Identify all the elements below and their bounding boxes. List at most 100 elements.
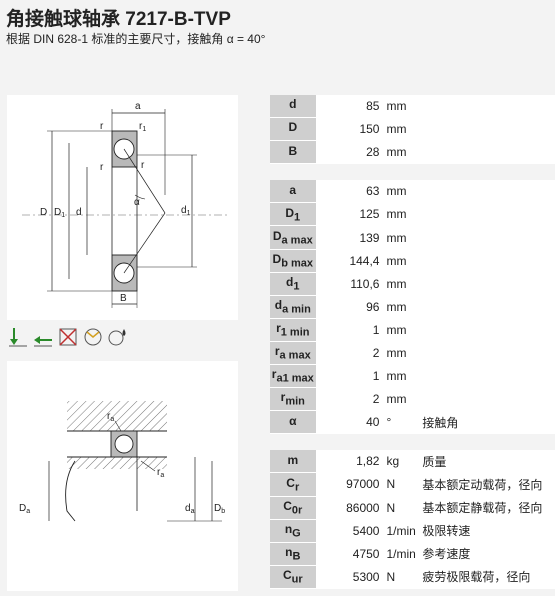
- param-description: 基本额定动载荷，径向: [418, 472, 555, 497]
- r-label-mid-right: r: [141, 160, 145, 171]
- param-value: 110,6: [315, 272, 384, 296]
- svg-text:Db: Db: [214, 503, 225, 515]
- param-value: 1: [315, 364, 384, 389]
- param-unit: N: [383, 496, 419, 520]
- param-unit: mm: [383, 202, 419, 227]
- param-symbol: ra1 max: [270, 364, 316, 389]
- param-symbol: α: [270, 410, 316, 435]
- r-label-top-left: r: [100, 121, 104, 132]
- group-separator: [270, 434, 555, 451]
- ra2-label: r: [157, 467, 161, 478]
- param-unit: mm: [383, 318, 419, 342]
- param-unit: mm: [383, 295, 419, 319]
- param-symbol-sub: a max: [279, 349, 311, 362]
- param-symbol-sub: 0r: [291, 504, 303, 517]
- param-unit: mm: [383, 387, 419, 412]
- param-description: 基本额定静载荷，径向: [418, 496, 555, 520]
- param-symbol: d: [270, 95, 316, 119]
- svg-text:D1: D1: [54, 207, 65, 219]
- param-value: 63: [315, 180, 384, 204]
- dim-d1-sub: 1: [187, 210, 191, 217]
- param-value: 5300: [315, 565, 384, 589]
- param-value: 96: [315, 295, 384, 319]
- dim-Da-label: D: [19, 503, 26, 514]
- param-description: 接触角: [418, 410, 555, 435]
- param-value: 139: [315, 225, 384, 250]
- dim-B-label: B: [120, 293, 127, 304]
- dim-da-sub: a: [191, 508, 195, 515]
- param-description: [418, 272, 555, 296]
- param-symbol: D1: [270, 202, 316, 227]
- r-label-mid-left: r: [100, 162, 104, 173]
- param-symbol-sub: min: [285, 395, 305, 408]
- param-value: 28: [315, 140, 384, 165]
- param-value: 85: [315, 95, 384, 119]
- alpha-label: α: [134, 197, 140, 208]
- r1-sub: 1: [142, 126, 146, 133]
- param-unit: mm: [383, 341, 419, 366]
- param-description: 参考速度: [418, 542, 555, 566]
- param-symbol: ra max: [270, 341, 316, 366]
- param-value: 40: [315, 410, 384, 435]
- param-unit: mm: [383, 95, 419, 119]
- svg-text:d1: d1: [181, 205, 191, 217]
- svg-text:ra: ra: [157, 467, 164, 479]
- param-description: [418, 364, 555, 389]
- param-symbol: B: [270, 140, 316, 165]
- param-value: 125: [315, 202, 384, 227]
- param-description: [418, 95, 555, 119]
- param-symbol-sub: ur: [291, 573, 303, 586]
- param-symbol: C0r: [270, 496, 316, 520]
- param-symbol: Da max: [270, 225, 316, 250]
- param-value: 150: [315, 117, 384, 142]
- param-value: 86000: [315, 496, 384, 520]
- ra1-label: r: [107, 411, 111, 422]
- bearing-dimension-drawing: a α r r1 r r D D1 d d1 B: [7, 95, 238, 320]
- high-speed-icon: [82, 326, 104, 348]
- svg-text:da: da: [185, 503, 195, 515]
- param-description: [418, 387, 555, 412]
- param-description: [418, 249, 555, 273]
- param-symbol-sub: G: [292, 527, 301, 540]
- param-unit: mm: [383, 180, 419, 204]
- param-symbol-sub: 1: [293, 280, 300, 293]
- param-symbol-sub: r: [294, 481, 300, 494]
- mounting-dimension-drawing: ra ra Da da Db: [7, 361, 238, 591]
- param-value: 1: [315, 318, 384, 342]
- param-unit: kg: [383, 450, 419, 474]
- param-description: [418, 295, 555, 319]
- param-description: [418, 202, 555, 227]
- ra1-sub: a: [110, 416, 114, 423]
- param-description: 质量: [418, 450, 555, 474]
- param-unit: 1/min: [383, 519, 419, 543]
- svg-text:ra: ra: [107, 411, 114, 423]
- param-symbol: Cur: [270, 565, 316, 589]
- param-symbol: Cr: [270, 472, 316, 497]
- param-symbol-sub: a1 max: [276, 372, 314, 385]
- param-value: 2: [315, 387, 384, 412]
- svg-text:r1: r1: [139, 121, 146, 133]
- param-value: 97000: [315, 472, 384, 497]
- param-symbol: a: [270, 180, 316, 204]
- dim-Da-sub: a: [26, 508, 30, 515]
- dim-d1-label: d: [181, 205, 187, 216]
- param-value: 1,82: [315, 450, 384, 474]
- param-value: 144,4: [315, 249, 384, 273]
- param-symbol-sub: a max: [281, 234, 313, 247]
- param-symbol: nG: [270, 519, 316, 543]
